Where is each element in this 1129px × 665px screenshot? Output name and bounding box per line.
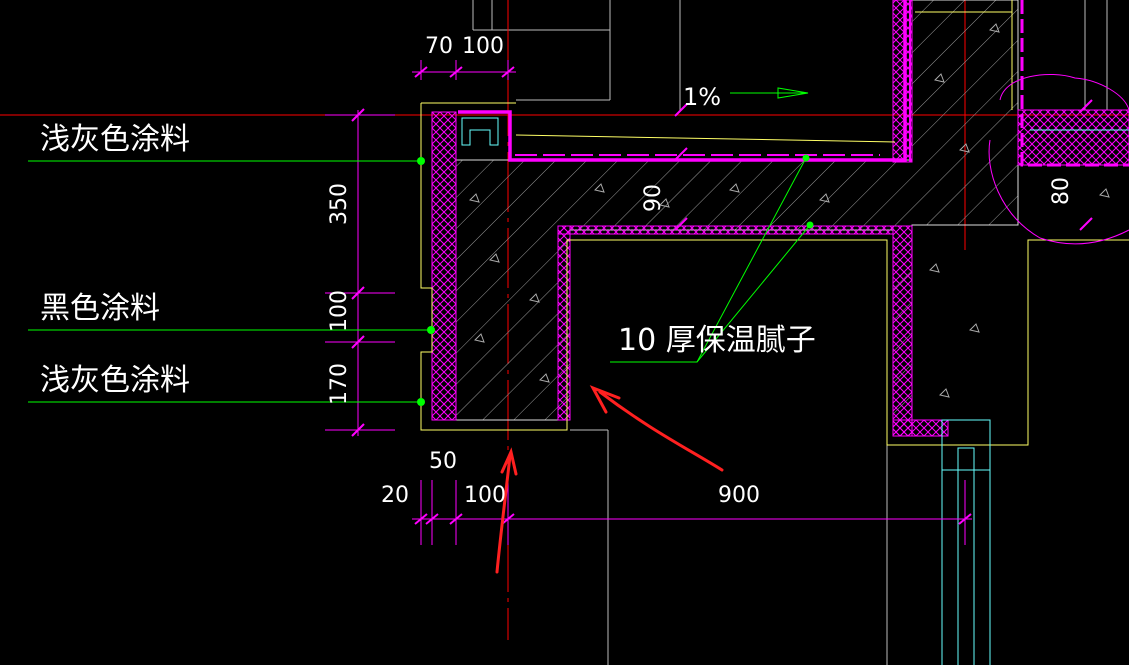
leader-lines bbox=[28, 87, 811, 403]
dim-right-80: 80 bbox=[1049, 177, 1074, 205]
annotation-arrows bbox=[495, 385, 724, 574]
dim-bottom-20: 20 bbox=[381, 483, 409, 508]
dim-bottom-50: 50 bbox=[429, 449, 457, 474]
label-insulation-putty: 10 厚保温腻子 bbox=[618, 323, 816, 358]
dimension-lines bbox=[325, 60, 1093, 545]
revision-cloud bbox=[988, 73, 1129, 245]
dim-bottom-100: 100 bbox=[464, 483, 506, 508]
label-slope: 1% bbox=[683, 83, 721, 111]
reference-lines bbox=[472, 0, 1108, 665]
leader-dots bbox=[417, 154, 814, 406]
finish-outlines bbox=[420, 0, 1129, 446]
dim-top-70: 70 bbox=[425, 34, 453, 59]
window-frame bbox=[461, 117, 1129, 665]
waterproof-membrane bbox=[458, 0, 1129, 167]
insulation-layers bbox=[431, 0, 1129, 437]
dim-bottom-900: 900 bbox=[718, 483, 760, 508]
dim-v-100: 100 bbox=[327, 290, 352, 332]
label-light-gray-coating-top: 浅灰色涂料 bbox=[40, 122, 190, 157]
label-black-coating: 黑色涂料 bbox=[40, 291, 160, 326]
label-light-gray-coating-bottom: 浅灰色涂料 bbox=[40, 363, 190, 398]
dim-v-170: 170 bbox=[327, 363, 352, 405]
dim-v-350: 350 bbox=[327, 183, 352, 225]
dim-slab-90: 90 bbox=[641, 184, 666, 212]
dim-top-100: 100 bbox=[462, 34, 504, 59]
